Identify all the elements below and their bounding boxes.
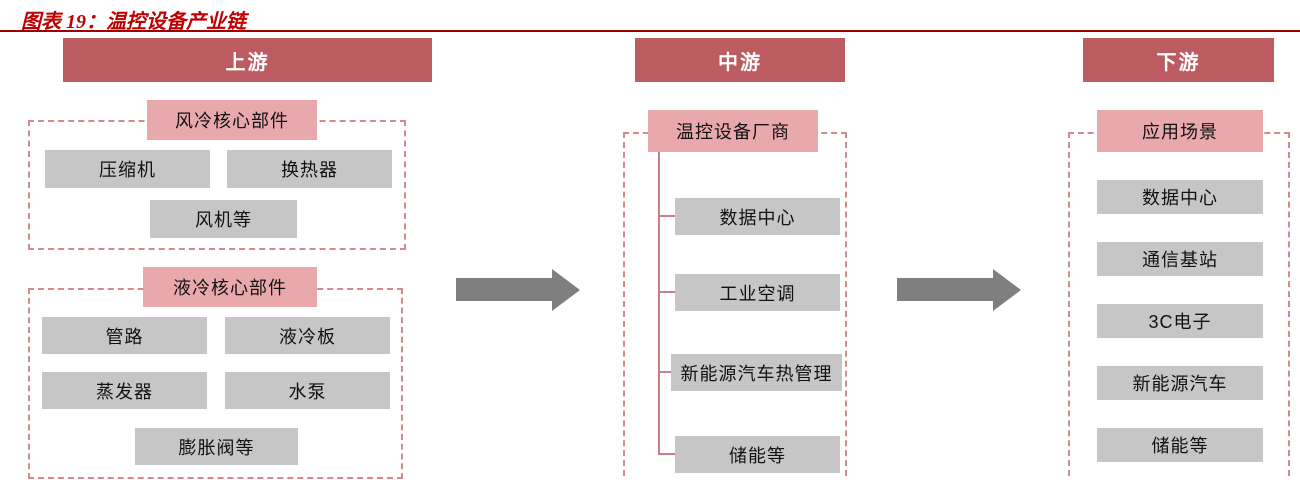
downstream-item-energy-storage: 储能等 [1097,428,1263,462]
midstream-connector-stub-4 [658,453,675,455]
upstream-item-pipes: 管路 [42,317,207,354]
upstream-item-evaporator: 蒸发器 [42,372,207,409]
flow-arrow-midstream-to-downstream [897,278,993,301]
upstream-item-fan: 风机等 [150,200,297,238]
upstream-liquid-cooling-tab: 液冷核心部件 [143,267,317,307]
midstream-connector-stub-3 [658,371,675,373]
upstream-item-water-pump: 水泵 [225,372,390,409]
downstream-item-data-center: 数据中心 [1097,180,1263,214]
downstream-tab: 应用场景 [1097,110,1263,152]
column-header-midstream: 中游 [635,38,845,82]
flow-arrow-upstream-to-midstream-head [552,268,580,311]
flow-arrow-midstream-to-downstream-head [993,268,1021,311]
column-header-downstream: 下游 [1083,38,1274,82]
title-underline [0,30,1300,32]
figure-title: 图表 19：温控设备产业链 [21,11,246,33]
midstream-item-industrial-ac: 工业空调 [675,274,840,311]
upstream-item-compressor: 压缩机 [45,150,210,188]
midstream-connector-trunk [658,152,660,455]
midstream-item-data-center: 数据中心 [675,198,840,235]
midstream-connector-stub-2 [658,291,675,293]
midstream-connector-stub-1 [658,215,675,217]
upstream-item-expansion-valve: 膨胀阀等 [135,428,298,465]
downstream-item-3c-electronics: 3C电子 [1097,304,1263,338]
upstream-air-cooling-tab: 风冷核心部件 [147,100,317,140]
midstream-item-nev-thermal: 新能源汽车热管理 [671,354,842,391]
downstream-item-base-station: 通信基站 [1097,242,1263,276]
upstream-item-heat-exchanger: 换热器 [227,150,392,188]
downstream-item-nev: 新能源汽车 [1097,366,1263,400]
flow-arrow-upstream-to-midstream [456,278,552,301]
midstream-tab: 温控设备厂商 [648,110,818,152]
midstream-item-energy-storage: 储能等 [675,436,840,473]
upstream-item-cold-plate: 液冷板 [225,317,390,354]
column-header-upstream: 上游 [63,38,432,82]
